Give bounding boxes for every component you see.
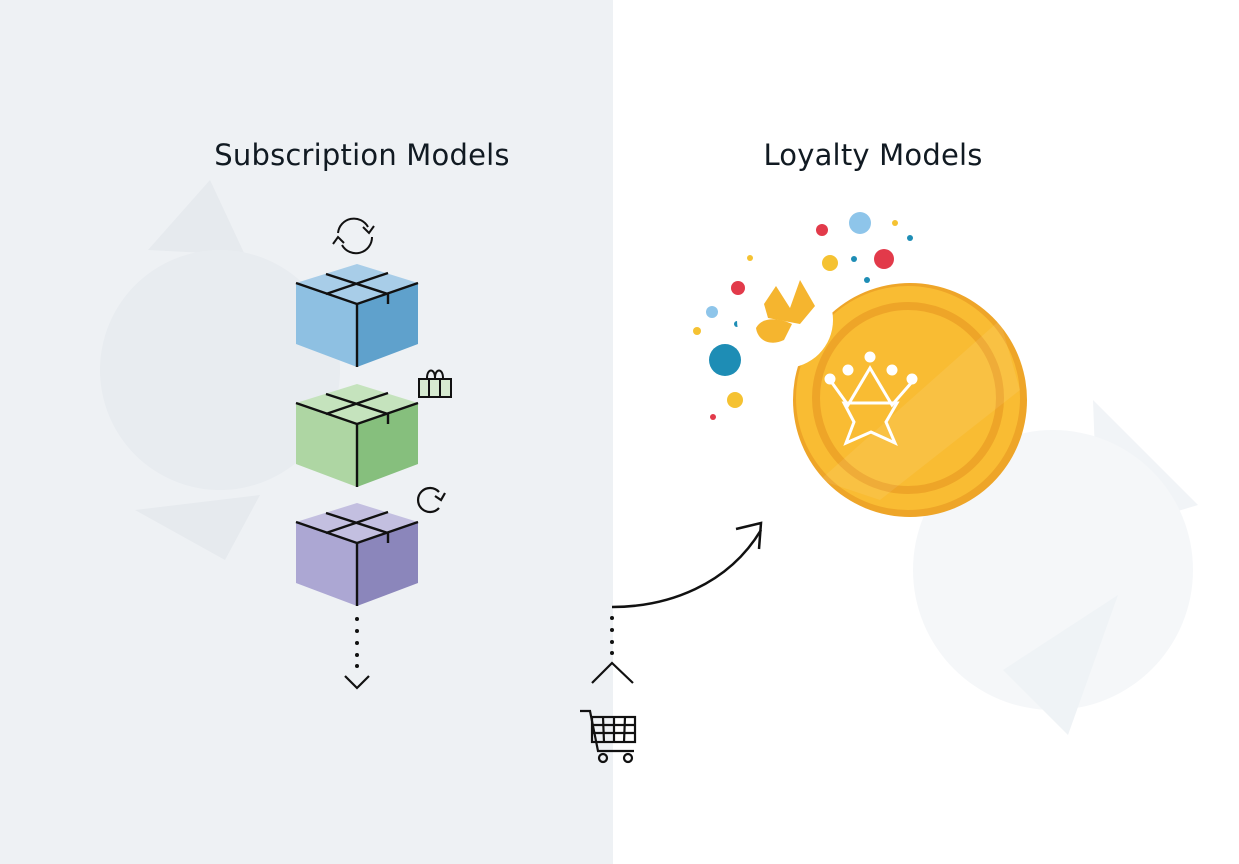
- background-shapes: [100, 180, 340, 560]
- side-crown-icon: [756, 280, 815, 343]
- subscription-panel: Subscription Models: [0, 0, 613, 864]
- box-2: [295, 384, 419, 487]
- loyalty-title: Loyalty Models: [763, 138, 983, 172]
- gift-icon: [418, 369, 452, 398]
- subscription-title: Subscription Models: [214, 138, 510, 172]
- chevron-up-icon: [591, 661, 634, 684]
- box-3: [295, 503, 419, 606]
- background-shapes: [913, 400, 1198, 735]
- box-1: [295, 264, 419, 367]
- loyalty-coin: [693, 212, 1027, 517]
- cart-to-coin-connector: [580, 521, 763, 764]
- dotted-arrow-down-icon: [344, 617, 370, 690]
- crown-star-icon: [824, 351, 918, 446]
- shopping-cart-icon: [580, 709, 637, 764]
- curved-arrow-icon: [611, 529, 763, 609]
- refresh-icon: [332, 217, 375, 255]
- confetti: [693, 212, 913, 420]
- rotate-icon: [417, 486, 446, 514]
